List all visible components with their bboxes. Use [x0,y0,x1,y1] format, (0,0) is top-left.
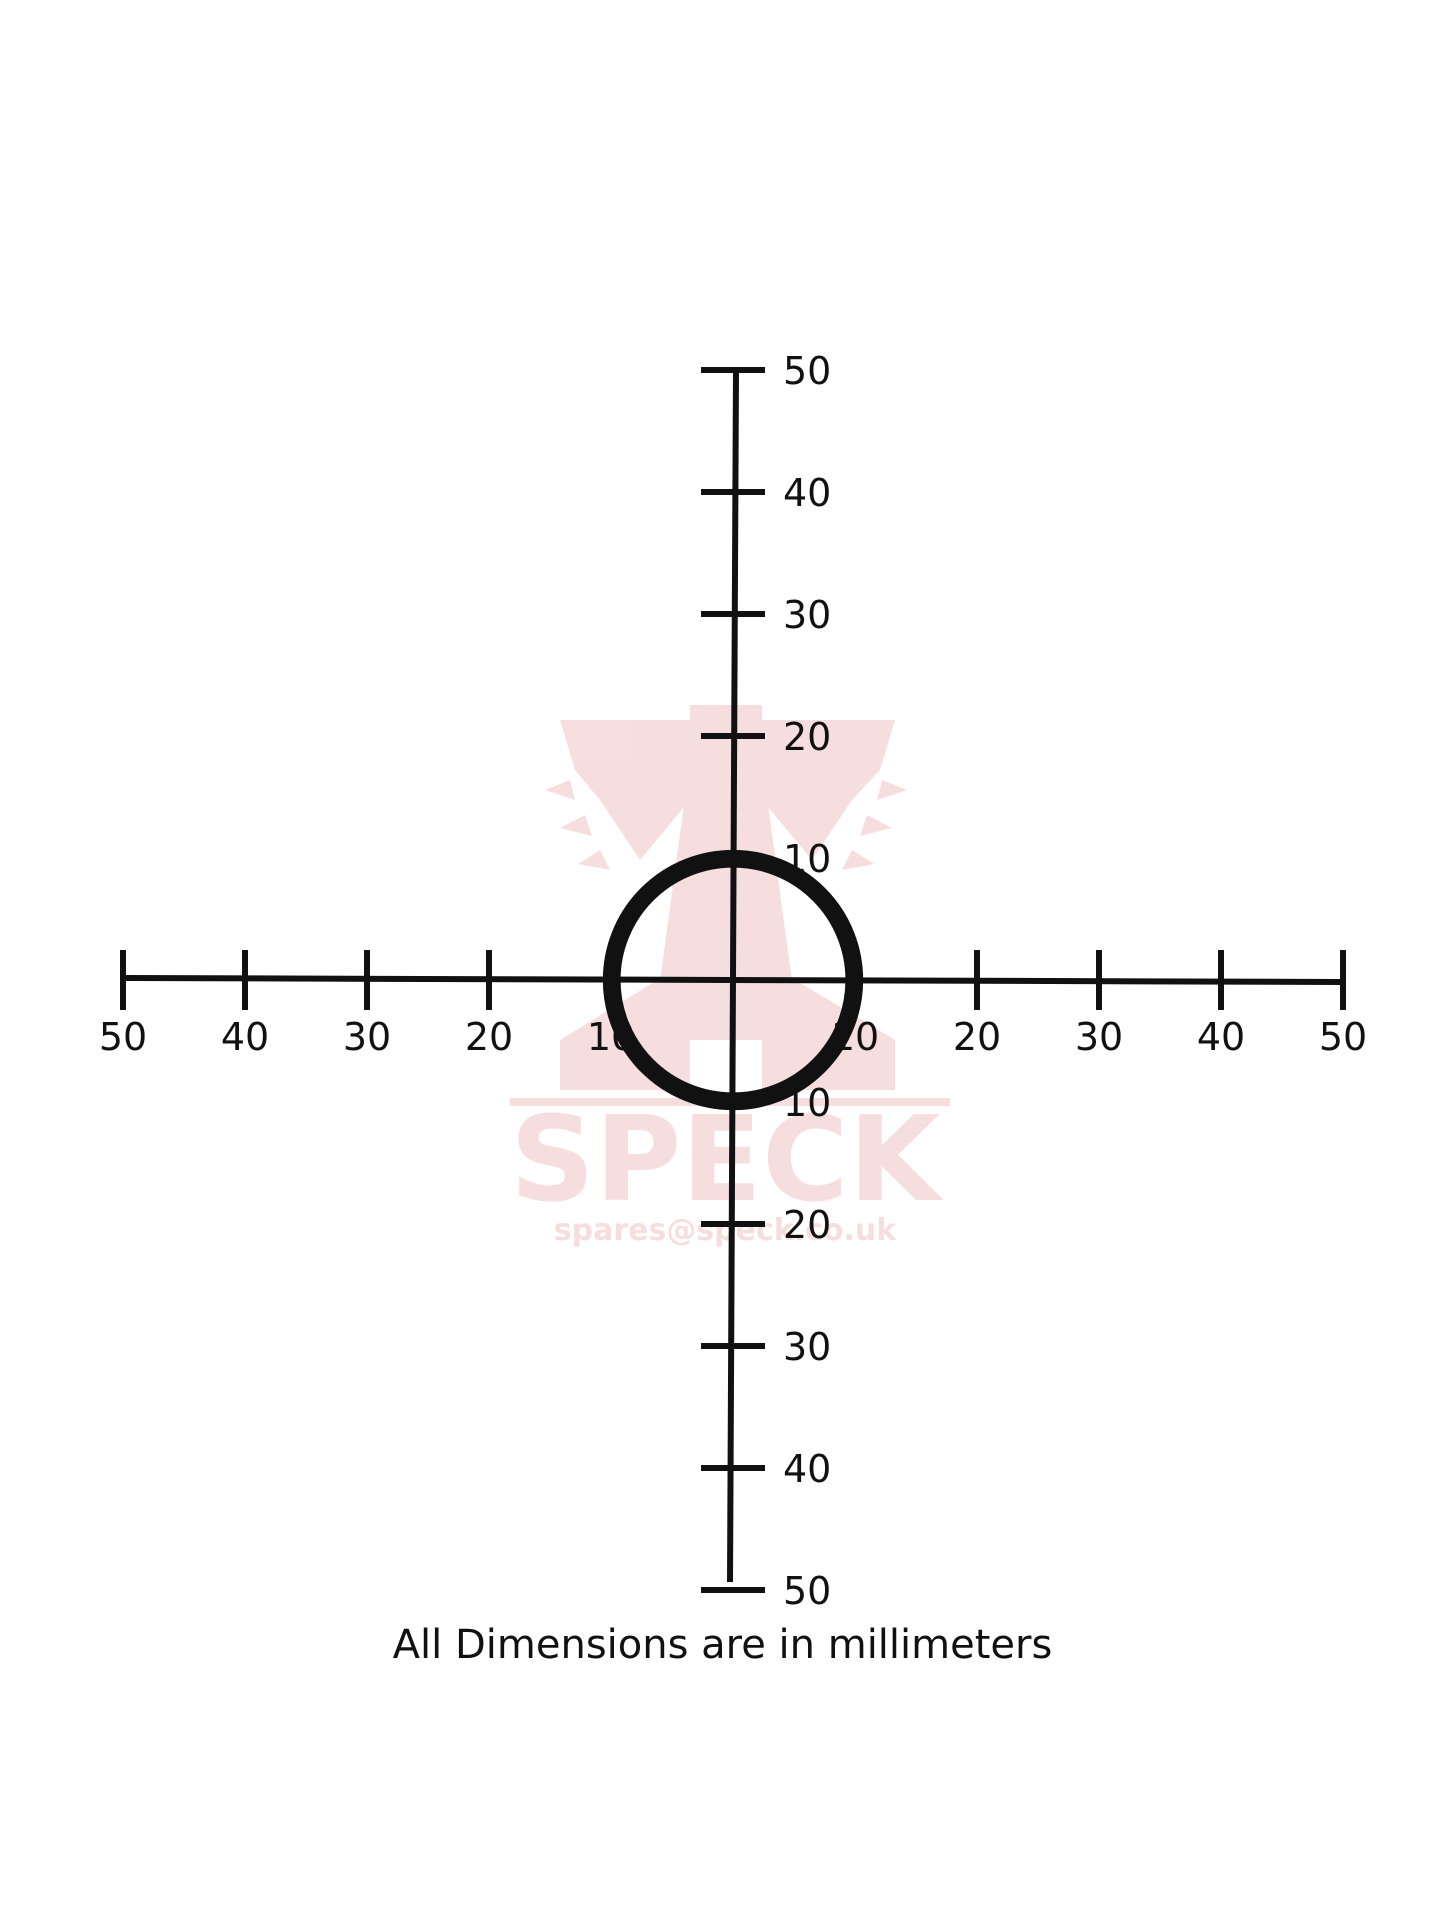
x-tick-label: 50 [1319,1015,1367,1059]
eagle-logo-icon [545,705,907,1090]
x-tick-label: 30 [1075,1015,1123,1059]
x-tick-label: 50 [99,1015,147,1059]
y-tick-label: 50 [783,349,831,393]
y-tick-label: 30 [783,593,831,637]
watermark-email: spares@speck.co.uk [554,1213,898,1248]
y-tick-label: 20 [783,715,831,759]
y-axis-line [727,369,739,1583]
watermark-brand: SPECK [510,1090,945,1228]
speck-watermark: SPECK spares@speck.co.uk [510,705,950,1248]
x-tick-label: 30 [343,1015,391,1059]
x-tick-label: 40 [1197,1015,1245,1059]
y-tick-label: 20 [783,1203,831,1247]
y-tick-label: 40 [783,471,831,515]
x-tick-label: 40 [221,1015,269,1059]
y-tick-label: 30 [783,1325,831,1369]
x-tick-label: 20 [465,1015,513,1059]
y-tick-label: 40 [783,1447,831,1491]
x-tick-label: 20 [953,1015,1001,1059]
o-ring [602,849,864,1111]
y-tick-label: 50 [783,1569,831,1613]
units-caption: All Dimensions are in millimeters [392,1622,1053,1668]
